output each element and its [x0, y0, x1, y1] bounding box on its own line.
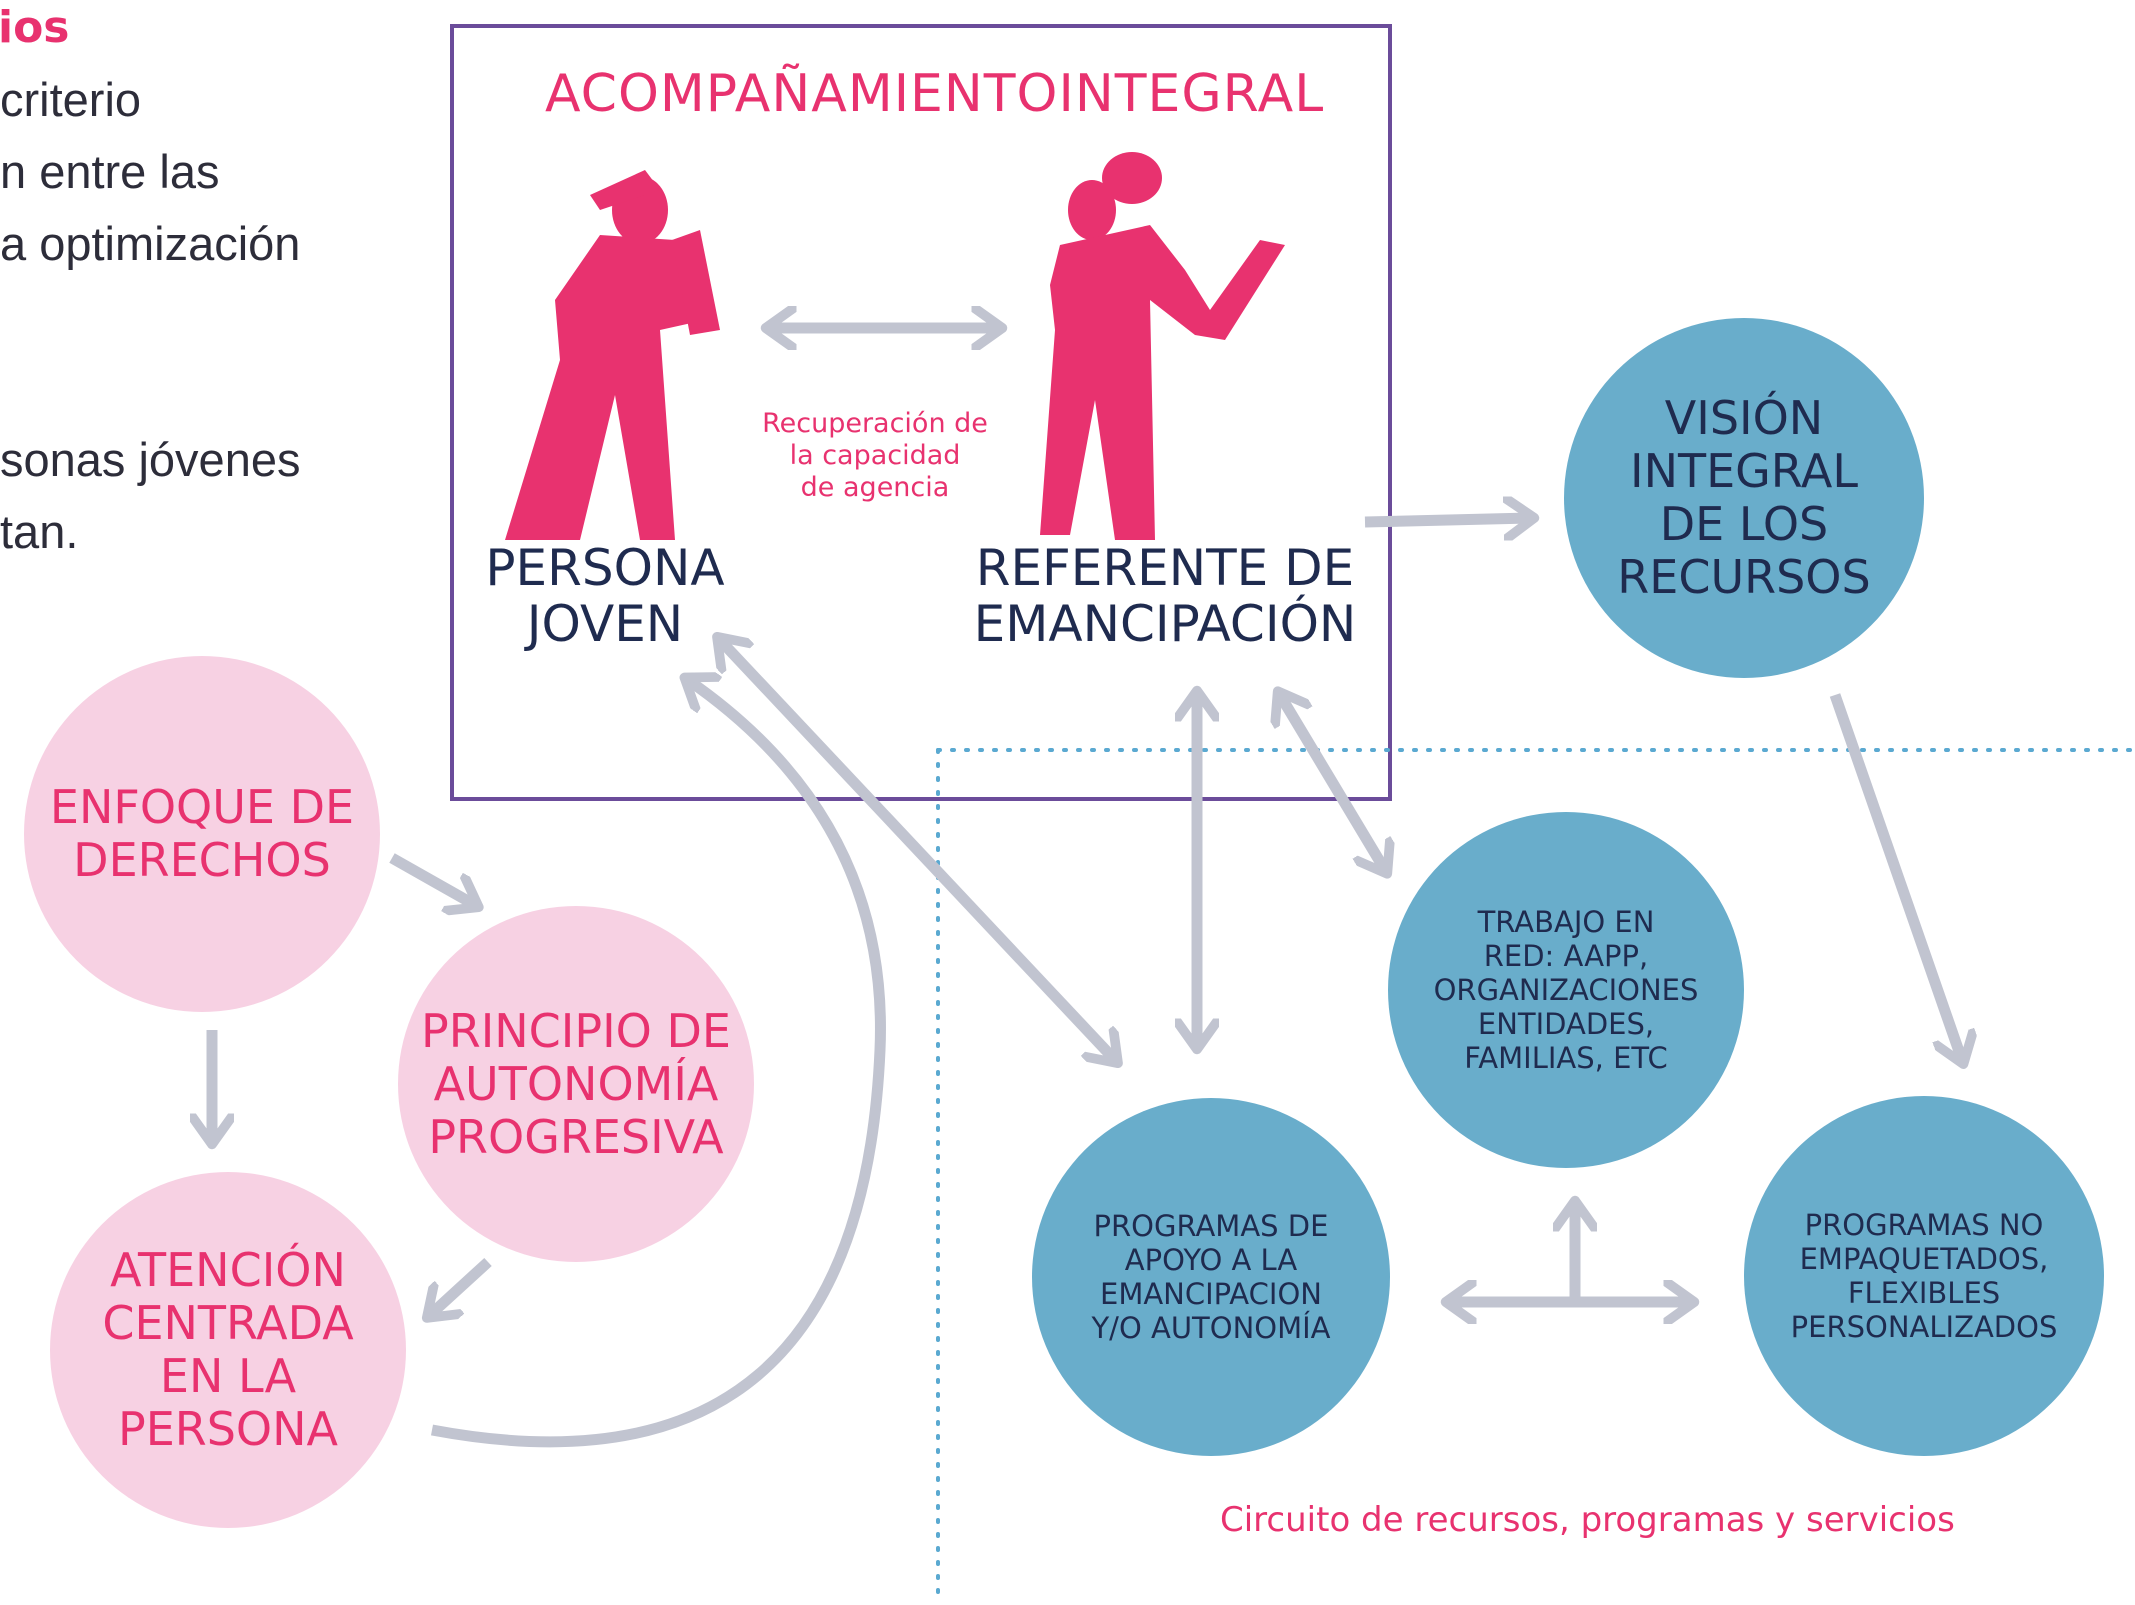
young-person-figure [505, 170, 720, 540]
circle-vision-integral: VISIÓN INTEGRAL DE LOS RECURSOS [1564, 318, 1924, 678]
left-paragraph-line-4: sonas jóvenes [0, 433, 301, 486]
circle-programas-no-empaquetados: PROGRAMAS NO EMPAQUETADOS, FLEXIBLES PER… [1744, 1096, 2104, 1456]
arrow-principio-atencion [430, 1257, 492, 1315]
referente-figure [1040, 152, 1285, 540]
circle-trabajo-en-red: TRABAJO EN RED: AAPP, ORGANIZACIONES ENT… [1388, 812, 1744, 1168]
circle-vision-label: VISIÓN INTEGRAL DE LOS RECURSOS [1617, 391, 1871, 604]
circle-programas-no-label: PROGRAMAS NO EMPAQUETADOS, FLEXIBLES PER… [1790, 1208, 2058, 1344]
arrow-referente-trabajo [1280, 695, 1385, 870]
circle-principio-label: PRINCIPIO DE AUTONOMÍA PROGRESIVA [421, 1003, 731, 1164]
arrow-box-to-vision [1364, 518, 1530, 522]
circle-atencion-label: ATENCIÓN CENTRADA EN LA PERSONA [102, 1243, 354, 1456]
arrow-curve-atencion-persona [430, 680, 886, 1448]
referente-label: REFERENTE DE EMANCIPACIÓN [973, 539, 1357, 653]
left-paragraph-line-2: n entre las [0, 145, 220, 198]
circle-programas-apoyo-label: PROGRAMAS DE APOYO A LA EMANCIPACION Y/O… [1091, 1209, 1331, 1345]
left-paragraph-line-1: criterio [0, 73, 142, 126]
circle-principio-autonomia: PRINCIPIO DE AUTONOMÍA PROGRESIVA [398, 906, 754, 1262]
circle-enfoque-derechos: ENFOQUE DE DERECHOS [24, 656, 380, 1012]
section-heading: ios [0, 2, 70, 53]
box-title: ACOMPAÑAMIENTOINTEGRAL [545, 64, 1325, 124]
persona-joven-label: PERSONA JOVEN [485, 539, 725, 653]
left-paragraph-line-5: tan. [0, 505, 79, 558]
circle-trabajo-label: TRABAJO EN RED: AAPP, ORGANIZACIONES ENT… [1433, 905, 1699, 1075]
recuperacion-caption: Recuperación de la capacidad de agencia [762, 408, 988, 503]
arrow-enfoque-principio [389, 853, 475, 905]
arrow-vision-programasno [1829, 693, 1962, 1060]
circle-enfoque-label: ENFOQUE DE DERECHOS [49, 780, 355, 887]
circuito-caption: Circuito de recursos, programas y servic… [1220, 1500, 1955, 1540]
arrow-persona-programas [720, 640, 1115, 1060]
circle-atencion-centrada: ATENCIÓN CENTRADA EN LA PERSONA [50, 1172, 406, 1528]
circle-programas-apoyo: PROGRAMAS DE APOYO A LA EMANCIPACION Y/O… [1032, 1098, 1390, 1456]
left-paragraph-line-3: a optimización [0, 217, 301, 270]
